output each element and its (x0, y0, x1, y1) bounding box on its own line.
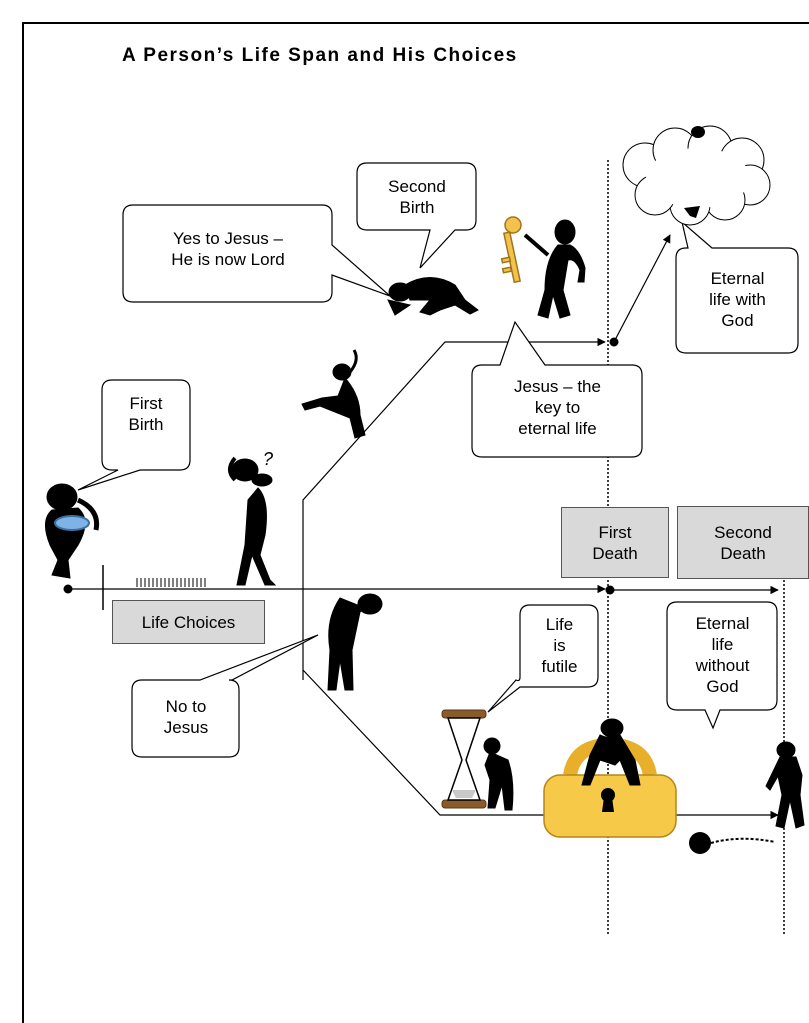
climbing-figure (301, 349, 366, 439)
eternal-with-god-bubble (675, 220, 799, 354)
baby-figure (45, 483, 100, 579)
life-choices-box: Life Choices (112, 600, 265, 644)
hourglass-icon (441, 709, 487, 809)
figure-in-heaven (684, 126, 705, 218)
no-to-jesus-bubble (131, 634, 319, 758)
sad-figure (327, 593, 383, 691)
first-birth-text: First Birth (128, 394, 164, 434)
eternal-without-god-bubble (666, 601, 778, 730)
first-birth-bubble (77, 379, 191, 491)
eternal-with-god-text: Eternal life with God (709, 269, 766, 330)
yes-to-jesus-text: Yes to Jesus – He is now Lord (171, 229, 285, 269)
heaven-cloud (622, 125, 771, 226)
chained-figure (765, 741, 805, 829)
key-holder-figure (523, 219, 586, 319)
hourglass-figure (483, 737, 514, 811)
figure-on-lock (581, 718, 641, 786)
ball-and-chain-icon (689, 832, 776, 854)
no-to-jesus-text: No to Jesus (163, 697, 209, 737)
question-mark: ? (263, 449, 273, 469)
jesus-key-text: Jesus – the key to eternal life (514, 377, 601, 438)
confused-figure (228, 456, 277, 586)
first-death-dot (605, 585, 615, 595)
life-futile-text: Life is futile (541, 615, 578, 676)
life-futile-bubble (487, 604, 599, 713)
eternal-without-god-text: Eternal life without God (695, 614, 750, 696)
life-choice-ticks (136, 578, 206, 587)
second-death-box: Second Death (677, 506, 809, 579)
kneeling-figure (387, 277, 479, 316)
first-death-box: First Death (561, 507, 669, 578)
second-birth-bubble (356, 162, 477, 269)
second-birth-text: Second Birth (388, 177, 446, 217)
yes-to-jesus-bubble (122, 204, 391, 303)
arrow-to-heaven (613, 234, 671, 343)
golden-key-icon (500, 216, 522, 284)
diagram-title: A Person’s Life Span and His Choices (122, 45, 518, 66)
jesus-key-bubble (471, 320, 643, 458)
diagram-frame (22, 22, 809, 1023)
